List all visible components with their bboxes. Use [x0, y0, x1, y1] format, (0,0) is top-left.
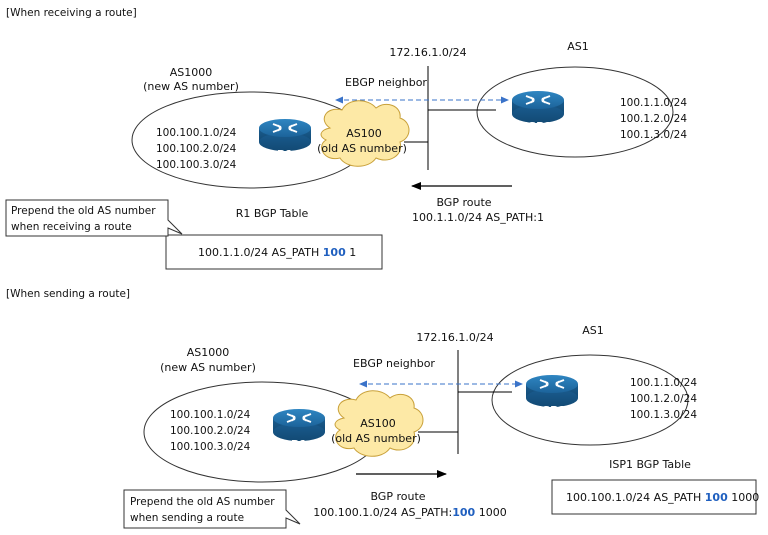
- ebgp-neighbor-label: EBGP neighbor: [345, 76, 427, 89]
- as1000-label: AS1000: [170, 66, 213, 79]
- callout-line: when sending a route: [130, 512, 244, 524]
- route-item: 100.100.3.0/24: [156, 159, 237, 171]
- route-item: 100.1.3.0/24: [630, 409, 697, 421]
- cloud-as-label: AS100: [360, 417, 396, 430]
- entry-highlight: 100: [705, 491, 728, 504]
- cloud-as-sub-label: (old AS number): [317, 142, 407, 155]
- route-suffix: 1000: [475, 506, 507, 519]
- as100-cloud: [334, 390, 424, 457]
- as1-boundary: [491, 354, 689, 446]
- r1-label: R1: [277, 148, 293, 161]
- section-receiving: [When receiving a route] AS1000 (new AS …: [5, 7, 687, 270]
- bgp-route-text: 100.1.1.0/24 AS_PATH:1: [412, 211, 544, 224]
- entry-highlight: 100: [323, 246, 346, 259]
- route-item: 100.100.1.0/24: [170, 409, 251, 421]
- r1-router-icon[interactable]: [258, 118, 312, 152]
- cloud-as-sub-label: (old AS number): [331, 432, 421, 445]
- callout-box: [5, 199, 183, 237]
- network-label: 172.16.1.0/24: [389, 46, 466, 59]
- isp1-router-icon[interactable]: [511, 90, 565, 124]
- bgp-route-label: BGP route: [370, 490, 425, 503]
- right-route-list: 100.1.1.0/24 100.1.2.0/24 100.1.3.0/24: [620, 97, 687, 141]
- as100-cloud: [320, 100, 410, 167]
- right-route-list: 100.1.1.0/24 100.1.2.0/24 100.1.3.0/24: [630, 377, 697, 421]
- bgp-table-box: [165, 234, 383, 270]
- section-sending: [When sending a route] AS1000 (new AS nu…: [6, 288, 759, 529]
- r1-router-icon[interactable]: [272, 408, 326, 442]
- route-item: 100.1.3.0/24: [620, 129, 687, 141]
- route-item: 100.100.3.0/24: [170, 441, 251, 453]
- route-item: 100.1.1.0/24: [620, 97, 687, 109]
- route-item: 100.100.2.0/24: [156, 143, 237, 155]
- route-item: 100.100.2.0/24: [170, 425, 251, 437]
- bgp-table-title: R1 BGP Table: [236, 207, 309, 220]
- callout-line: Prepend the old AS number: [130, 496, 275, 508]
- as1-label: AS1: [582, 324, 604, 337]
- entry-suffix: 1: [346, 246, 357, 259]
- route-item: 100.1.1.0/24: [630, 377, 697, 389]
- isp1-router-icon[interactable]: [525, 374, 579, 408]
- callout-box: [123, 489, 301, 529]
- as1-label: AS1: [567, 40, 589, 53]
- section-heading: [When receiving a route]: [6, 7, 137, 19]
- route-highlight: 100: [452, 506, 475, 519]
- left-route-list: 100.100.1.0/24 100.100.2.0/24 100.100.3.…: [170, 409, 251, 453]
- entry-prefix: 100.100.1.0/24 AS_PATH: [566, 491, 705, 504]
- network-label: 172.16.1.0/24: [416, 331, 493, 344]
- as1-boundary: [476, 66, 674, 158]
- entry-suffix: 1000: [728, 491, 760, 504]
- route-item: 100.1.2.0/24: [620, 113, 687, 125]
- callout-line: Prepend the old AS number: [11, 205, 156, 217]
- ebgp-neighbor-label: EBGP neighbor: [353, 357, 435, 370]
- as1000-sub-label: (new AS number): [143, 80, 239, 93]
- route-prefix: 100.100.1.0/24 AS_PATH:: [313, 506, 452, 519]
- bgp-table-title: ISP1 BGP Table: [609, 458, 691, 471]
- isp1-label: ISP1: [538, 404, 566, 417]
- bgp-route-label: BGP route: [436, 196, 491, 209]
- isp1-label: ISP1: [524, 120, 552, 133]
- bgp-table-entry: 100.1.1.0/24 AS_PATH 100 1: [198, 246, 356, 259]
- entry-prefix: 100.1.1.0/24 AS_PATH: [198, 246, 323, 259]
- r1-label: R1: [291, 438, 307, 451]
- left-route-list: 100.100.1.0/24 100.100.2.0/24 100.100.3.…: [156, 127, 237, 171]
- as1000-label: AS1000: [187, 346, 230, 359]
- bgp-route-text: 100.100.1.0/24 AS_PATH:100 1000: [313, 506, 506, 519]
- callout-line: when receiving a route: [11, 221, 132, 233]
- as1000-sub-label: (new AS number): [160, 361, 256, 374]
- route-item: 100.100.1.0/24: [156, 127, 237, 139]
- section-heading: [When sending a route]: [6, 288, 130, 300]
- bgp-table-entry: 100.100.1.0/24 AS_PATH 100 1000: [566, 491, 759, 504]
- cloud-as-label: AS100: [346, 127, 382, 140]
- bgp-table-box: [551, 479, 757, 515]
- route-item: 100.1.2.0/24: [630, 393, 697, 405]
